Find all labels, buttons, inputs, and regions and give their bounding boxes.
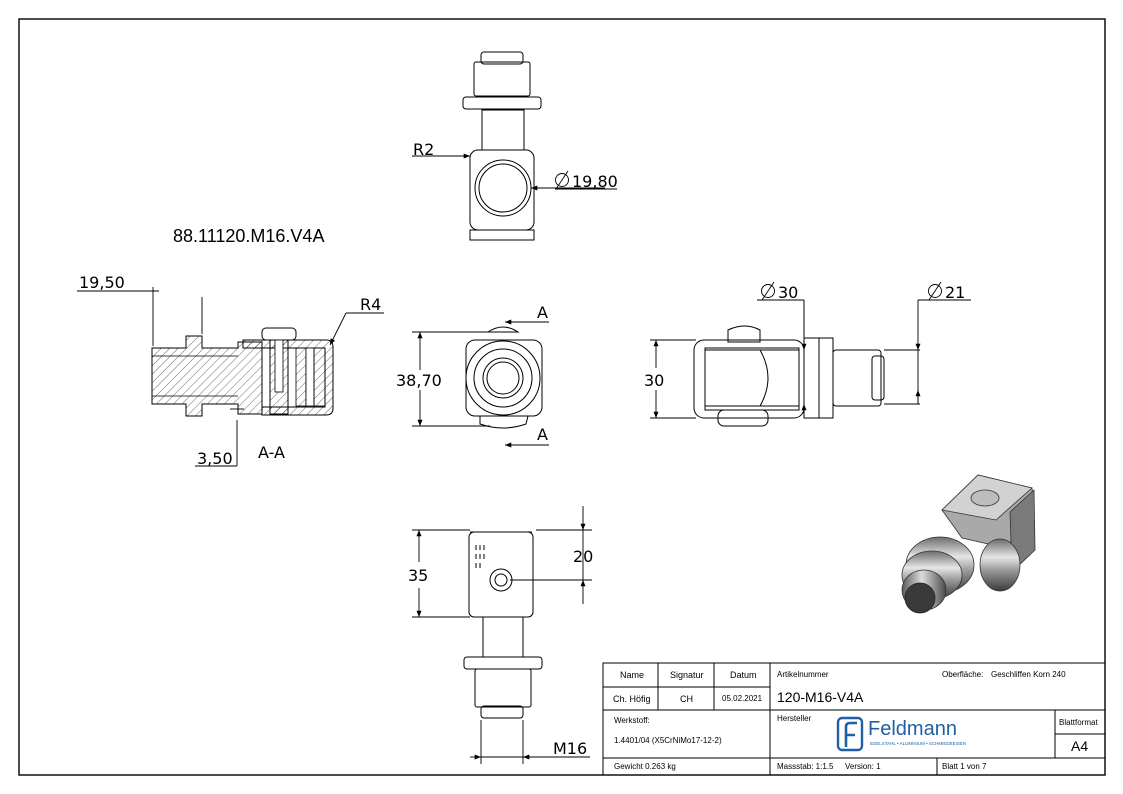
bottom-view-dimensions [412,506,592,764]
tb-name-value: Ch. Höfig [613,694,651,704]
tb-werkstoff-label: Werkstoff: [614,716,650,725]
sheet-border [18,18,1106,776]
dim-r4: R4 [360,295,381,314]
front-view [465,326,543,429]
tb-version: Version: 1 [845,762,881,771]
top-view [462,51,542,241]
tb-massstab: Massstab: 1:1.5 [777,762,834,771]
tb-logo-name: Feldmann [868,718,957,740]
tb-hersteller-label: Hersteller [777,714,812,723]
tb-artikelnummer-label: Artikelnummer [777,670,829,679]
tb-oberflaeche-value: Geschliffen Korn 240 [991,670,1066,679]
tb-blattformat-label: Blattformat [1059,718,1098,727]
tb-datum-value: 05.02.2021 [722,694,763,703]
dim-3-50: 3,50 [197,449,233,468]
tb-blattformat-value: A4 [1071,738,1089,754]
dim-35: 35 [408,566,428,585]
tb-logo-tagline: EDELSTAHL • ALUMINIUM • SCHMIEDEEISEN [870,741,967,746]
title-block [602,662,1106,776]
dim-30-height: 30 [644,371,664,390]
tb-signatur-value: CH [680,694,693,704]
side-view [693,325,885,427]
tb-name-header: Name [620,670,645,680]
section-view-dimensions [77,287,384,467]
part-code: 88.11120.M16.V4A [173,226,324,246]
tb-werkstoff-value: 1.4401/04 (X5CrNiMo17-12-2) [614,736,722,745]
top-view-dimensions [412,153,617,191]
dim-19-50: 19,50 [79,273,125,292]
bottom-view [463,531,543,719]
tb-artikelnummer-value: 120-M16-V4A [777,689,864,705]
section-view-a-a [151,327,334,417]
tb-gewicht: Gewicht 0.263 kg [614,762,676,771]
dim-m16: M16 [553,739,587,758]
isometric-render [901,474,1036,614]
dim-diameter-21: 21 [945,283,965,302]
dim-38-70: 38,70 [396,371,442,390]
dim-r2: R2 [413,140,434,159]
section-marker-top: A [537,303,548,322]
dim-diameter-19-80: 19,80 [572,172,618,191]
section-label: A-A [258,443,285,462]
tb-signatur-header: Signatur [670,670,704,680]
front-view-dimensions [412,319,549,448]
dim-20: 20 [573,547,593,566]
tb-blatt: Blatt 1 von 7 [942,762,987,771]
section-marker-bottom: A [537,425,548,444]
tb-datum-header: Datum [730,670,757,680]
tb-oberflaeche-label: Oberfläche: [942,670,984,679]
dim-diameter-30: 30 [778,283,798,302]
feldmann-logo [836,716,864,752]
side-view-dimensions [650,281,971,419]
